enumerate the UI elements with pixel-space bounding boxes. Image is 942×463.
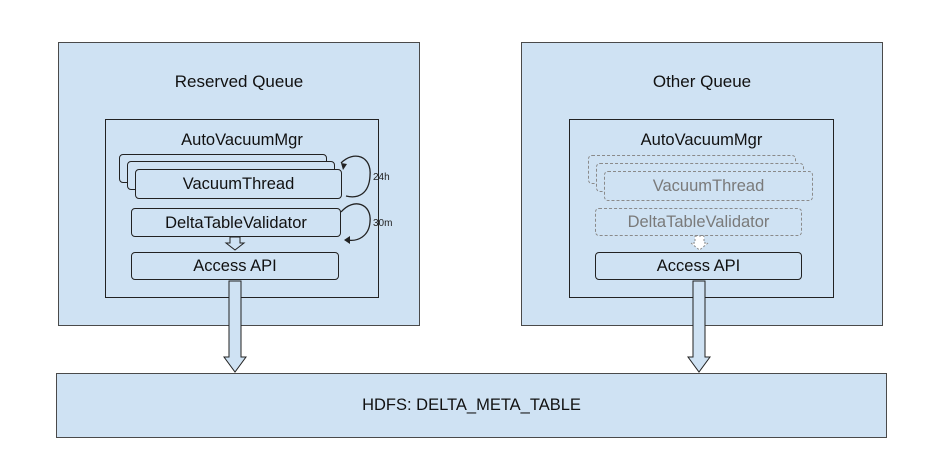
- vacuum-loop-arrowhead: [341, 163, 347, 170]
- other-validator-to-api-arrow: [689, 235, 710, 251]
- validator-interval-label: 30m: [373, 218, 393, 229]
- reserved-auto-vacuum-mgr-title: AutoVacuumMgr: [181, 131, 303, 149]
- other-vacuum-thread: VacuumThread: [604, 171, 813, 201]
- other-access-api-label: Access API: [656, 257, 741, 275]
- reserved-auto-vacuum-mgr: AutoVacuumMgr: [105, 119, 379, 298]
- other-access-api: Access API: [595, 252, 802, 280]
- vacuum-loop-arrow: [340, 155, 371, 198]
- reserved-queue-title: Reserved Queue: [174, 72, 304, 91]
- reserved-api-to-hdfs-arrow: [223, 280, 247, 373]
- validator-loop-arrow: [340, 203, 371, 242]
- other-delta-table-validator: DeltaTableValidator: [595, 208, 802, 236]
- reserved-vacuum-thread: VacuumThread: [135, 169, 342, 199]
- hdfs-label: HDFS: DELTA_META_TABLE: [362, 396, 581, 414]
- vacuum-interval-label: 24h: [373, 172, 390, 183]
- reserved-delta-table-validator: DeltaTableValidator: [131, 208, 341, 237]
- reserved-access-api: Access API: [131, 252, 339, 280]
- other-validator-label: DeltaTableValidator: [627, 213, 770, 231]
- reserved-access-api-label: Access API: [193, 257, 277, 275]
- hdfs-delta-meta-table: HDFS: DELTA_META_TABLE: [56, 373, 887, 438]
- other-auto-vacuum-mgr-title: AutoVacuumMgr: [640, 131, 763, 149]
- other-queue-title: Other Queue: [652, 72, 752, 91]
- validator-loop-arrowhead: [344, 236, 350, 244]
- other-vacuum-thread-label: VacuumThread: [652, 177, 765, 195]
- reserved-validator-label: DeltaTableValidator: [165, 214, 307, 232]
- other-api-to-hdfs-arrow: [687, 280, 711, 373]
- validator-to-api-arrow: [224, 236, 246, 251]
- reserved-vacuum-thread-label: VacuumThread: [182, 175, 295, 193]
